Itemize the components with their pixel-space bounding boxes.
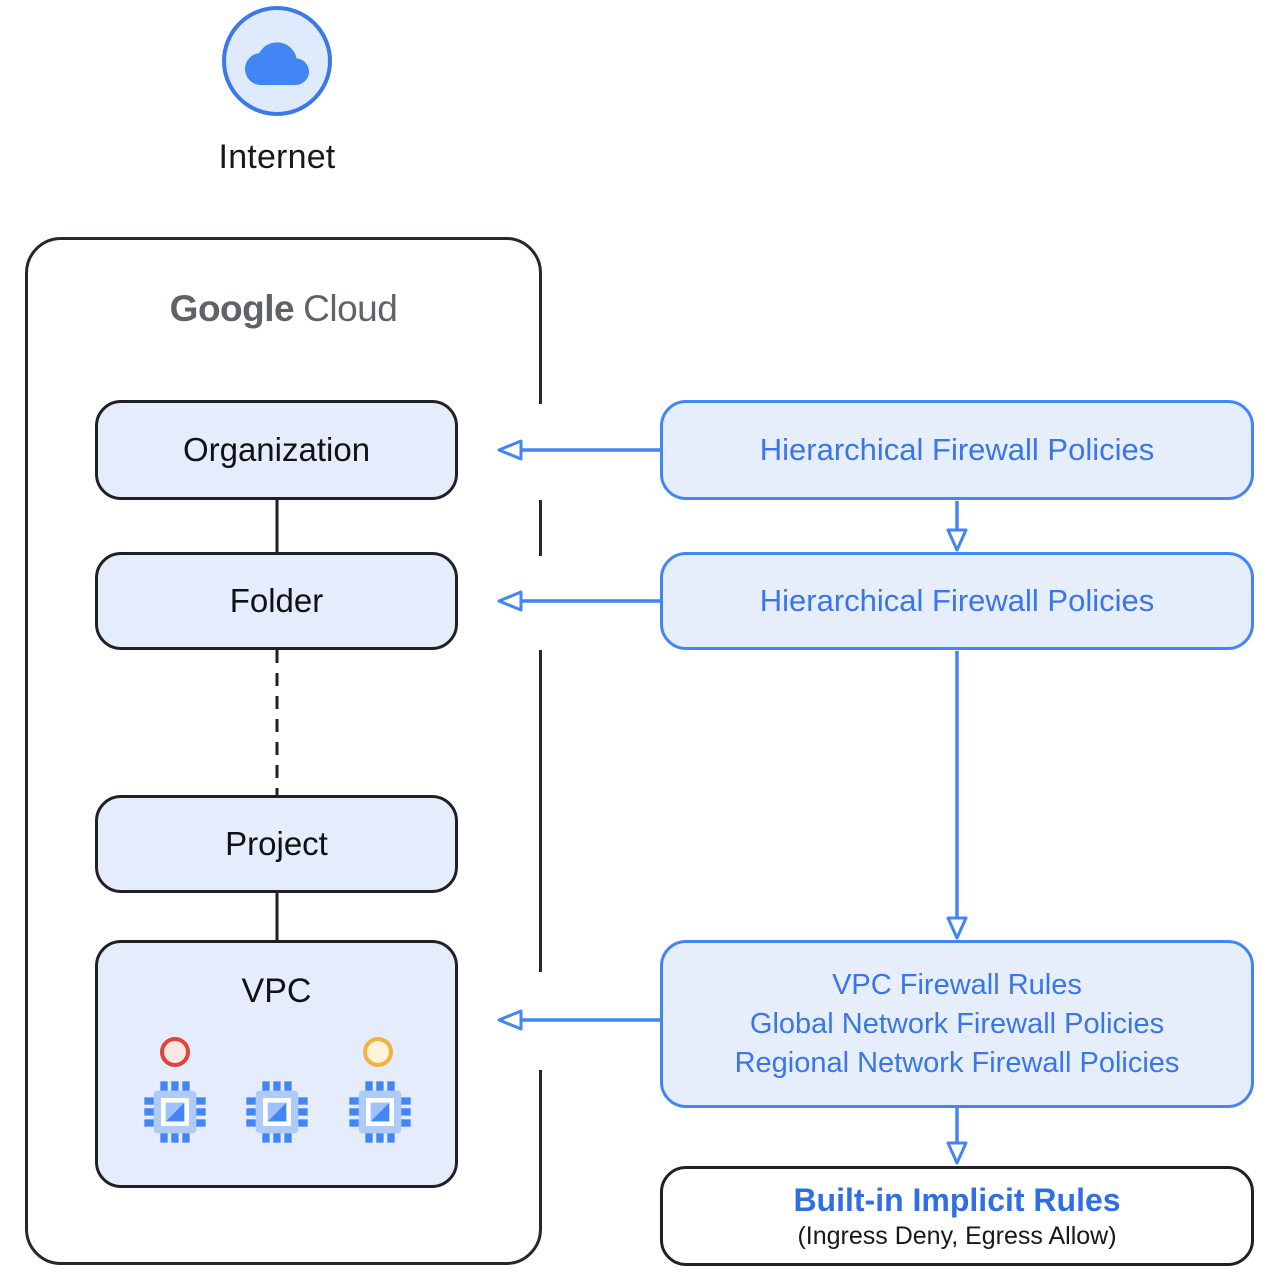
- organization-node: Organization: [95, 400, 458, 500]
- border-gap-bottom: [534, 972, 546, 1070]
- vm-instance-icon: [349, 1081, 411, 1143]
- folder-node: Folder: [95, 552, 458, 650]
- folder-label: Folder: [229, 582, 324, 619]
- internet-label: Internet: [218, 138, 336, 176]
- organization-label: Organization: [182, 431, 371, 468]
- hierarchical-org-label: Hierarchical Firewall Policies: [759, 432, 1155, 467]
- hierarchical-firewall-policies-folder-box: Hierarchical Firewall Policies: [660, 552, 1254, 650]
- arrow-hfp1-to-hfp2: [946, 501, 968, 552]
- border-gap-top: [534, 404, 546, 500]
- vpc-rules-line-3: Regional Network Firewall Policies: [734, 1046, 1180, 1079]
- vpc-rules-line-2: Global Network Firewall Policies: [749, 1007, 1165, 1040]
- vm-instance-icon: [246, 1081, 308, 1143]
- cloud-icon: [245, 42, 309, 85]
- implicit-rules-title: Built-in Implicit Rules: [793, 1182, 1121, 1218]
- vpc-rules-line-1: VPC Firewall Rules: [832, 968, 1082, 1001]
- brand-cloud: Cloud: [303, 288, 398, 329]
- hierarchical-firewall-policies-org-box: Hierarchical Firewall Policies: [660, 400, 1254, 500]
- project-label: Project: [225, 825, 328, 862]
- hierarchical-folder-label: Hierarchical Firewall Policies: [759, 583, 1155, 618]
- brand-google: Google: [169, 288, 295, 329]
- vm-instance-icon: [144, 1081, 206, 1143]
- internet-cloud-icon: [222, 6, 332, 116]
- status-dot-amber-icon: [363, 1037, 393, 1067]
- arrow-vpc-rules-to-implicit: [946, 1108, 968, 1165]
- status-dot-red-icon: [160, 1037, 190, 1067]
- built-in-implicit-rules-box: Built-in Implicit Rules (Ingress Deny, E…: [660, 1166, 1254, 1266]
- vpc-node: [95, 940, 458, 1188]
- vpc-firewall-rules-box: VPC Firewall Rules Global Network Firewa…: [660, 940, 1254, 1108]
- arrow-hfp2-to-vpc-rules: [946, 651, 968, 940]
- vpc-label: VPC: [241, 972, 312, 1010]
- project-node: Project: [95, 795, 458, 893]
- implicit-rules-subtitle: (Ingress Deny, Egress Allow): [797, 1222, 1117, 1250]
- border-gap-middle: [534, 556, 546, 650]
